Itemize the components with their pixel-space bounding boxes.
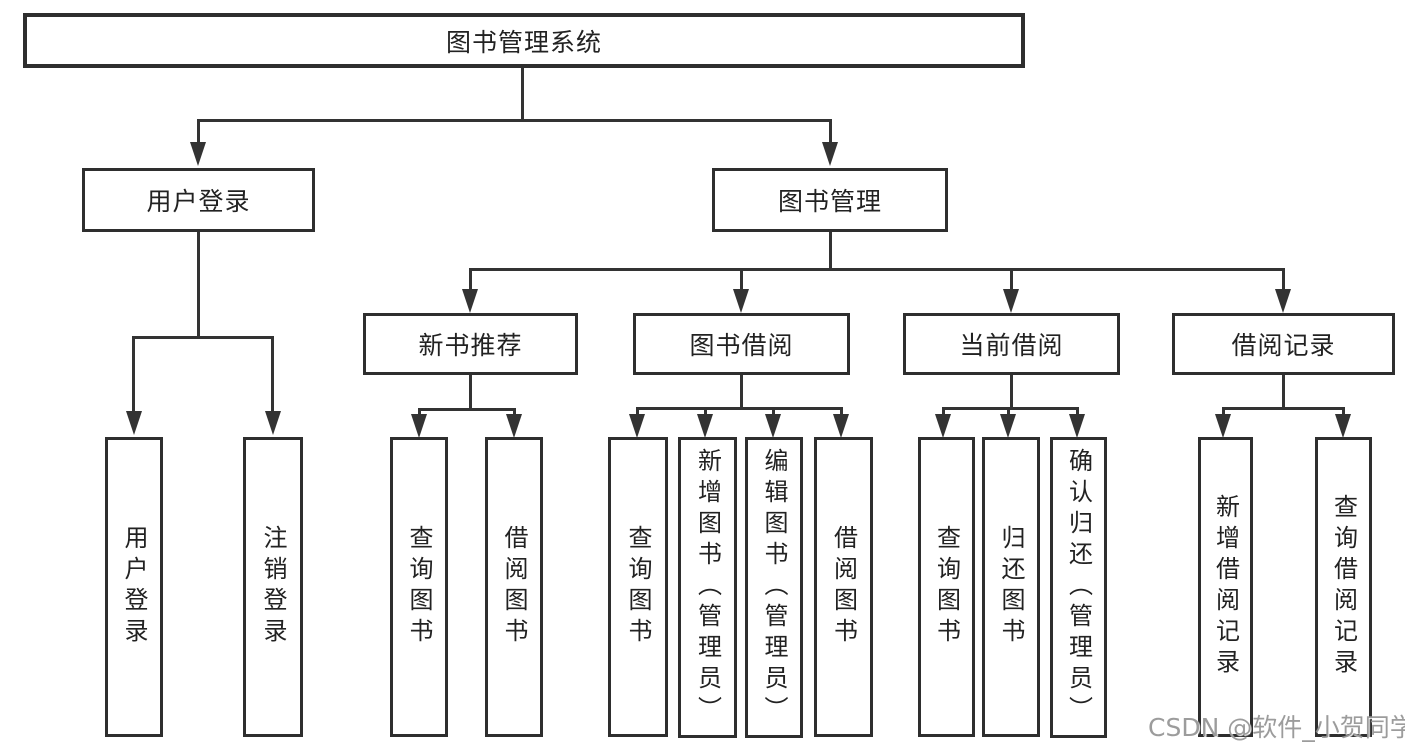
node-borrow-record: 借阅记录 xyxy=(1172,313,1395,375)
node-logout-leaf: 注销登录 xyxy=(243,437,303,737)
connector-line xyxy=(469,375,472,408)
arrow-down-icon xyxy=(265,411,281,435)
arrow-down-icon xyxy=(733,289,749,313)
connector-line xyxy=(1222,407,1345,410)
connector-line xyxy=(704,407,707,416)
connector-line xyxy=(197,119,200,143)
node-edit-book-admin: 编辑图书（管理员） xyxy=(745,437,803,738)
node-return-book: 归还图书 xyxy=(982,437,1040,737)
node-root: 图书管理系统 xyxy=(23,13,1025,68)
connector-line xyxy=(132,336,135,412)
arrow-down-icon xyxy=(190,142,206,166)
arrow-down-icon xyxy=(765,414,781,438)
connector-line xyxy=(513,408,516,416)
node-query-borrow-record: 查询借阅记录 xyxy=(1315,437,1372,737)
arrow-down-icon xyxy=(1335,414,1351,438)
csdn-watermark: CSDN @软件_小贺同学 xyxy=(1148,713,1405,742)
arrow-down-icon xyxy=(1215,414,1231,438)
connector-line xyxy=(772,407,775,416)
node-borrow-book: 借阅图书 xyxy=(485,437,543,737)
connector-line xyxy=(1010,268,1013,290)
arrow-down-icon xyxy=(126,411,142,435)
connector-line xyxy=(1076,407,1079,416)
arrow-down-icon xyxy=(1003,289,1019,313)
node-current-borrow: 当前借阅 xyxy=(903,313,1120,375)
connector-line xyxy=(271,336,274,412)
connector-line xyxy=(1222,407,1225,416)
connector-line xyxy=(521,68,524,119)
connector-line xyxy=(1010,375,1013,407)
arrow-down-icon xyxy=(629,414,645,438)
arrow-down-icon xyxy=(1069,414,1085,438)
node-user-login-leaf: 用户登录 xyxy=(105,437,163,737)
connector-line xyxy=(740,375,743,407)
arrow-down-icon xyxy=(822,142,838,166)
connector-line xyxy=(197,119,832,122)
connector-line xyxy=(942,407,1079,410)
arrow-down-icon xyxy=(833,414,849,438)
node-query-book: 查询图书 xyxy=(608,437,668,737)
arrow-down-icon xyxy=(462,289,478,313)
connector-line xyxy=(636,407,843,410)
arrow-down-icon xyxy=(1275,289,1291,313)
connector-line xyxy=(469,268,1285,271)
node-user-login: 用户登录 xyxy=(82,168,315,232)
connector-line xyxy=(829,232,832,268)
connector-line xyxy=(132,336,274,339)
connector-line xyxy=(1282,268,1285,290)
connector-line xyxy=(469,268,472,290)
connector-line xyxy=(942,407,945,416)
node-confirm-return-admin: 确认归还（管理员） xyxy=(1050,437,1107,738)
connector-line xyxy=(197,232,200,336)
connector-line xyxy=(1007,407,1010,416)
arrow-down-icon xyxy=(411,414,427,438)
connector-line xyxy=(829,119,832,143)
arrow-down-icon xyxy=(697,414,713,438)
node-book-management: 图书管理 xyxy=(712,168,948,232)
node-borrow-book: 借阅图书 xyxy=(814,437,873,737)
connector-line xyxy=(418,408,421,416)
arrow-down-icon xyxy=(935,414,951,438)
node-query-book: 查询图书 xyxy=(918,437,975,737)
node-book-borrow: 图书借阅 xyxy=(633,313,850,375)
connector-line xyxy=(1342,407,1345,416)
node-new-book-recommend: 新书推荐 xyxy=(363,313,578,375)
connector-line xyxy=(1282,375,1285,407)
arrow-down-icon xyxy=(1000,414,1016,438)
node-add-book-admin: 新增图书（管理员） xyxy=(678,437,737,738)
node-add-borrow-record: 新增借阅记录 xyxy=(1198,437,1253,737)
node-query-book: 查询图书 xyxy=(390,437,448,737)
connector-line xyxy=(418,408,516,411)
arrow-down-icon xyxy=(506,414,522,438)
connector-line xyxy=(740,268,743,290)
connector-line xyxy=(636,407,639,416)
connector-line xyxy=(840,407,843,416)
